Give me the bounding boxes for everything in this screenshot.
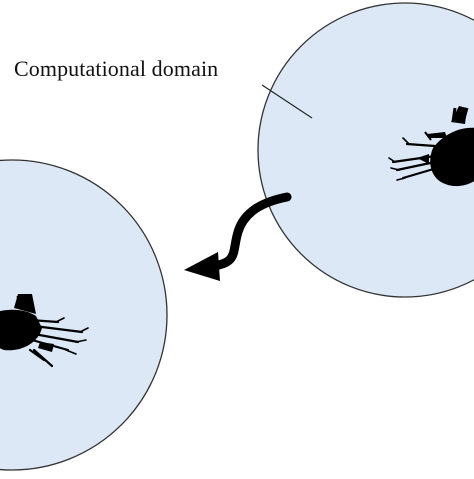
label-leader-line — [261, 84, 313, 119]
curved-arrow — [184, 192, 292, 281]
domain-left — [0, 159, 168, 471]
domain-right-circle — [257, 2, 474, 298]
domain-right — [257, 2, 474, 298]
insect-left-icon — [0, 294, 89, 368]
insect-right-icon — [388, 106, 474, 187]
computational-domain-label: Computational domain — [14, 56, 219, 81]
domain-left-circle — [0, 159, 168, 471]
